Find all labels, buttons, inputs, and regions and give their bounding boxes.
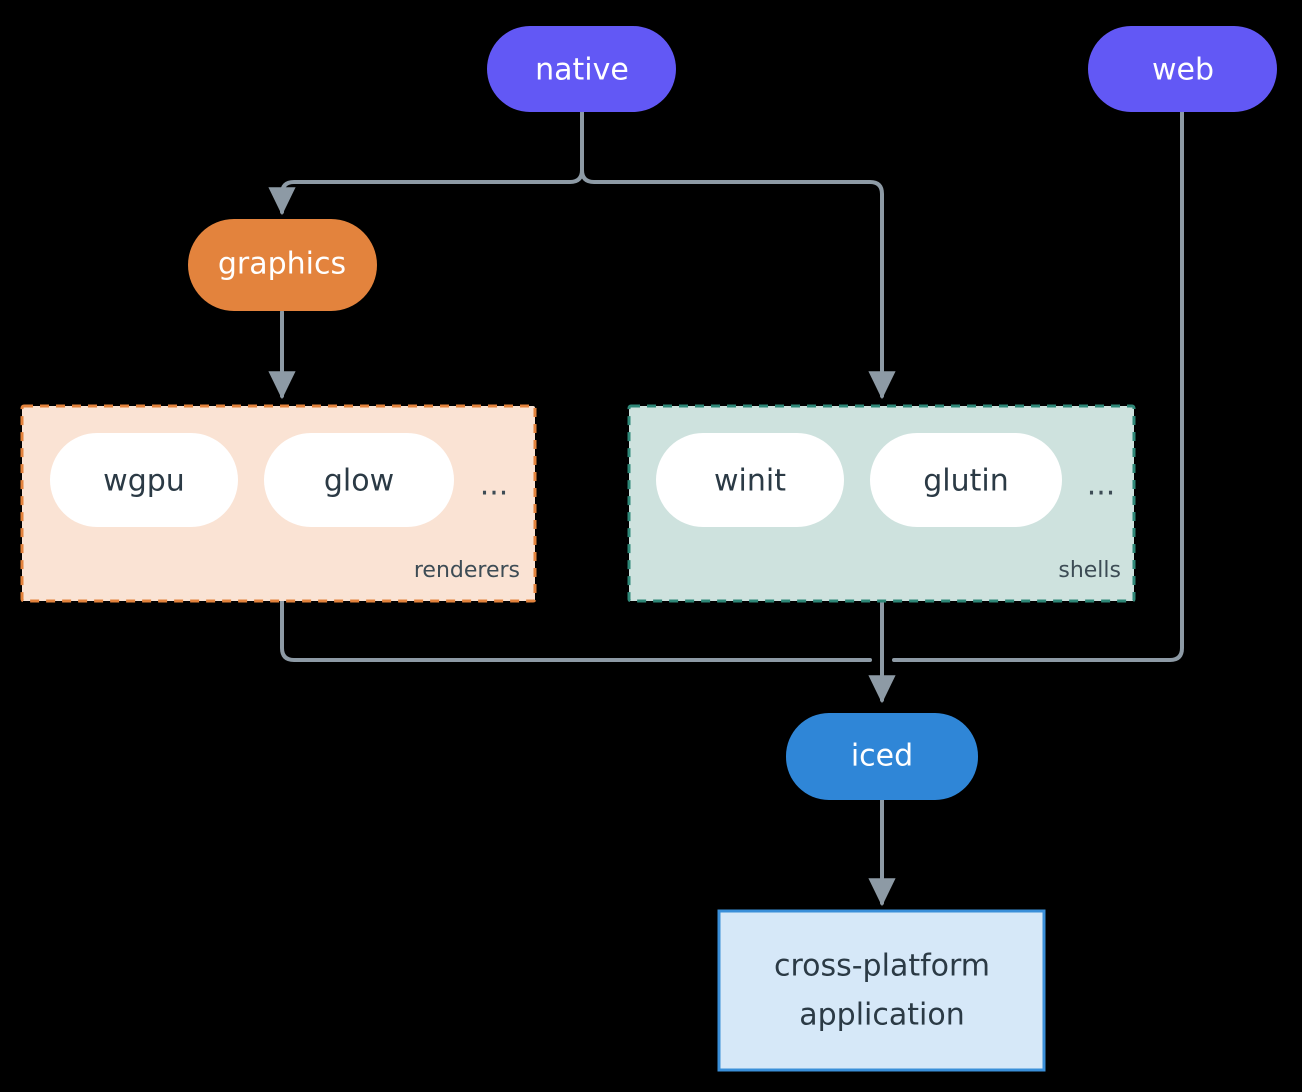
web-pill[interactable]: [1088, 26, 1277, 112]
group-shells: winit glutin ... shells: [627, 404, 1136, 603]
node-web[interactable]: web: [1088, 26, 1277, 112]
application-box[interactable]: [717, 909, 1046, 1072]
shells-overflow-ellipsis: ...: [1087, 468, 1116, 503]
native-label: native: [535, 53, 629, 88]
shells-group-caption: shells: [1058, 558, 1121, 583]
renderers-item-glow-label: glow: [324, 464, 394, 499]
graphics-pill[interactable]: [188, 219, 377, 311]
edge-native-to-graphics: [268, 168, 584, 216]
edge-web-to-iced: [892, 110, 1184, 662]
iced-pill[interactable]: [786, 713, 978, 800]
shells-item-winit-pill[interactable]: [656, 433, 844, 527]
node-iced[interactable]: iced: [786, 713, 978, 800]
node-native[interactable]: native: [487, 26, 676, 112]
application-label-line1: cross-platform: [774, 949, 990, 984]
renderers-item-wgpu-label: wgpu: [103, 464, 185, 499]
web-label: web: [1152, 53, 1214, 88]
renderers-group-caption: renderers: [414, 558, 520, 583]
shells-item-glutin-label: glutin: [923, 464, 1009, 499]
renderers-item-wgpu-pill[interactable]: [50, 433, 238, 527]
node-application[interactable]: cross-platform application: [717, 909, 1046, 1072]
shells-item-winit-label: winit: [714, 464, 786, 499]
edge-layer: [268, 110, 1184, 907]
group-renderers: wgpu glow ... renderers: [20, 404, 537, 603]
renderers-overflow-ellipsis: ...: [480, 468, 509, 503]
shells-item-glutin-pill[interactable]: [870, 433, 1062, 527]
renderers-item-glow-pill[interactable]: [264, 433, 454, 527]
iced-label: iced: [851, 739, 913, 774]
node-graphics[interactable]: graphics: [188, 219, 377, 311]
edge-native-to-shells: [580, 168, 896, 400]
application-label-line2: application: [799, 998, 964, 1033]
edge-renderers-to-iced: [280, 599, 872, 662]
graphics-label: graphics: [218, 247, 346, 282]
native-pill[interactable]: [487, 26, 676, 112]
